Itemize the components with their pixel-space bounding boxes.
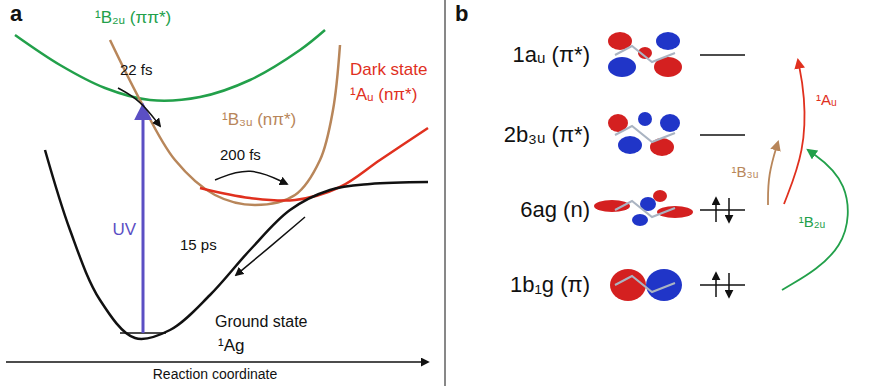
transition-label: ¹Aᵤ xyxy=(816,92,837,109)
b3u-transition xyxy=(768,142,778,205)
orbital-picture xyxy=(594,190,693,226)
electron-down xyxy=(728,198,730,222)
ground-curve xyxy=(45,150,428,339)
electron-down xyxy=(728,273,730,297)
orbital-level xyxy=(700,54,745,56)
state-label: Dark state xyxy=(350,61,427,80)
au-transition xyxy=(784,60,805,204)
orbital-label: 1aᵤ (π*) xyxy=(513,43,590,67)
orbital-level xyxy=(700,209,745,211)
au-curve xyxy=(200,128,428,201)
time-label: 200 fs xyxy=(220,147,261,164)
arrow-15ps xyxy=(236,217,305,275)
orbital-picture xyxy=(610,269,682,301)
arrow-200fs xyxy=(215,171,287,184)
state-label: ¹Ag xyxy=(218,337,244,356)
uv-arrow xyxy=(142,106,145,333)
b2u-curve xyxy=(15,30,325,101)
orbital-label: 2b₃ᵤ (π*) xyxy=(504,123,590,147)
electron-up xyxy=(715,198,717,222)
panel-divider xyxy=(445,0,446,386)
electron-up xyxy=(715,273,717,297)
orbital-picture xyxy=(608,32,682,77)
panel-letter: b xyxy=(455,2,468,26)
arrow-22fs xyxy=(118,88,160,126)
orbital-picture xyxy=(608,112,680,156)
b2u-transition xyxy=(782,150,848,290)
time-label: 22 fs xyxy=(120,62,153,79)
state-label: Ground state xyxy=(215,313,308,331)
transition-label: ¹B₃ᵤ xyxy=(732,164,759,181)
axis-arrow xyxy=(6,361,428,363)
time-label: 15 ps xyxy=(180,237,217,254)
transition-label: ¹B₂ᵤ xyxy=(799,214,826,231)
uv-label: UV xyxy=(112,221,136,240)
state-label: ¹B₃ᵤ (nπ*) xyxy=(222,111,296,130)
orbital-label: 6ag (n) xyxy=(520,198,590,222)
state-label: ¹Aᵤ (nπ*) xyxy=(350,86,417,105)
panel-letter: a xyxy=(10,2,22,26)
orbital-label: 1b₁g (π) xyxy=(510,273,590,297)
orbital-level xyxy=(700,134,745,136)
state-label: ¹B₂ᵤ (ππ*) xyxy=(95,9,171,28)
orbital-level xyxy=(700,284,745,286)
axis-label: Reaction coordinate xyxy=(153,367,278,382)
